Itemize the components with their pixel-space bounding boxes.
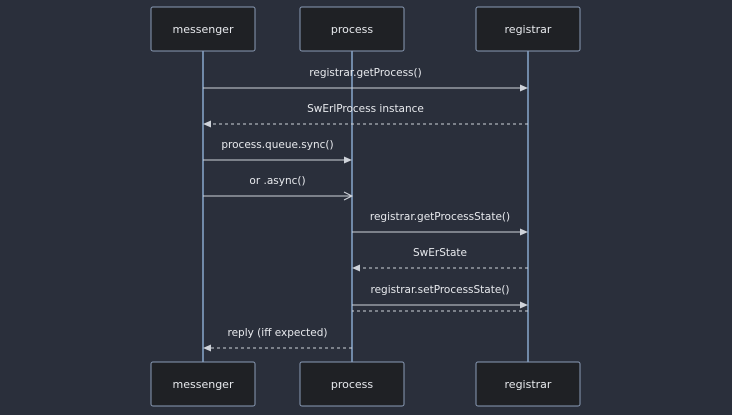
message-3: process.queue.sync() xyxy=(203,139,352,164)
message-label: process.queue.sync() xyxy=(221,139,333,151)
arrowhead-open xyxy=(343,191,354,201)
arrowhead xyxy=(352,264,360,272)
actor-label: registrar xyxy=(505,23,552,36)
lifelines xyxy=(202,51,529,362)
arrowhead xyxy=(203,120,211,128)
actor-box xyxy=(299,6,405,52)
arrowhead xyxy=(520,301,528,309)
messages: registrar.getProcess() SwErlProcess insta… xyxy=(203,67,528,352)
actor-label: messenger xyxy=(173,23,234,36)
message-7: registrar.setProcessState() xyxy=(352,284,528,309)
arrowhead xyxy=(203,344,211,352)
message-label: SwErState xyxy=(413,247,467,259)
message-2: SwErlProcess instance xyxy=(203,103,528,128)
actor-box xyxy=(150,361,256,407)
actor-process-top: process xyxy=(299,6,405,52)
actor-box xyxy=(475,361,581,407)
actor-messenger-top: messenger xyxy=(150,6,256,52)
arrowhead xyxy=(344,156,352,164)
message-label: SwErlProcess instance xyxy=(307,103,424,115)
message-4: or .async() xyxy=(203,175,354,201)
message-label: reply (iff expected) xyxy=(228,327,328,339)
message-label: registrar.getProcess() xyxy=(309,67,421,79)
message-9: reply (iff expected) xyxy=(203,327,352,352)
actor-box xyxy=(475,6,581,52)
actor-registrar-bottom: registrar xyxy=(475,361,581,407)
actors: messenger messenger process process registra… xyxy=(150,6,581,407)
message-6: SwErState xyxy=(352,247,528,272)
actor-process-bottom: process xyxy=(299,361,405,407)
arrowhead xyxy=(520,84,528,92)
actor-registrar-top: registrar xyxy=(475,6,581,52)
actor-box xyxy=(150,6,256,52)
message-label: registrar.setProcessState() xyxy=(370,284,509,296)
actor-label: registrar xyxy=(505,378,552,391)
actor-messenger-bottom: messenger xyxy=(150,361,256,407)
message-1: registrar.getProcess() xyxy=(203,67,528,92)
actor-box xyxy=(299,361,405,407)
actor-label: process xyxy=(331,23,374,36)
message-label: or .async() xyxy=(249,175,305,187)
message-5: registrar.getProcessState() xyxy=(352,211,528,236)
arrowhead xyxy=(520,228,528,236)
actor-label: messenger xyxy=(173,378,234,391)
actor-label: process xyxy=(331,378,374,391)
message-label: registrar.getProcessState() xyxy=(370,211,510,223)
